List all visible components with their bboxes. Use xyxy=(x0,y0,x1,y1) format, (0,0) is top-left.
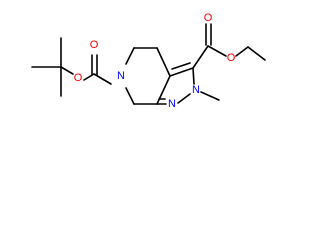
bond-n-c7 xyxy=(125,87,135,105)
bond-n2-methyl xyxy=(200,91,220,101)
bonds xyxy=(31,23,266,105)
atom-labels: O O N N N O O xyxy=(74,12,236,110)
bond-c3a-c4 xyxy=(156,47,171,77)
atom-n-ring: N xyxy=(117,70,125,82)
atom-n-pyrazole-1: N xyxy=(168,98,176,110)
bond-c3-c3a-a xyxy=(169,67,194,77)
molecule-diagram: O O N N N O O xyxy=(31,12,266,110)
atom-o-ester-carbonyl: O xyxy=(204,12,213,24)
atom-o-boc-carbonyl: O xyxy=(90,39,99,51)
atom-o-boc-ester: O xyxy=(74,72,83,84)
bond-o-ethyl-1 xyxy=(235,46,249,57)
bond-ester-c-o xyxy=(207,45,227,57)
bond-boc-c-n xyxy=(93,73,112,85)
bond-c5-n xyxy=(125,47,135,65)
atom-n-pyrazole-2: N xyxy=(192,84,200,96)
bond-c3-ester-c xyxy=(192,45,209,69)
bond-c3-c3a-b xyxy=(171,62,191,70)
bond-n1-n2 xyxy=(177,93,191,104)
atom-o-ester-alkoxy: O xyxy=(227,52,236,64)
bond-n2-c3 xyxy=(192,67,195,85)
bond-ethyl-2 xyxy=(247,46,266,61)
bond-tbu-4 xyxy=(60,66,74,75)
